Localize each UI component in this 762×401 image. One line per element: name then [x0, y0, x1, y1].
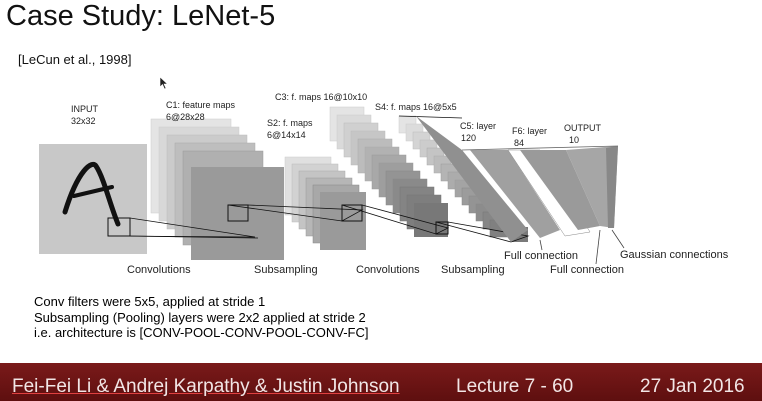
output-label: OUTPUT — [564, 123, 602, 133]
footer-date: 27 Jan 2016 — [640, 376, 745, 397]
footer-authors: Fei-Fei Li & Andrej Karpathy & Justin Jo… — [12, 376, 400, 397]
c3-label: C3: f. maps 16@10x10 — [275, 92, 367, 102]
op-subsampling-1: Subsampling — [254, 264, 318, 276]
footer-lecture: Lecture 7 - 60 — [456, 376, 574, 397]
s4-label: S4: f. maps 16@5x5 — [375, 102, 457, 112]
c1-label: C1: feature maps — [166, 100, 236, 110]
input-label: INPUT — [71, 104, 99, 114]
input-layer — [39, 144, 147, 254]
op-full-connection-1: Full connection — [504, 250, 578, 262]
s2-size-label: 6@14x14 — [267, 130, 306, 140]
note-line-2: Subsampling (Pooling) layers were 2x2 ap… — [34, 309, 366, 325]
f6-size-label: 84 — [514, 138, 524, 148]
output-size-label: 10 — [569, 135, 579, 145]
fully-connected-layers — [416, 116, 619, 242]
s2-label: S2: f. maps — [267, 118, 313, 128]
c5-label: C5: layer — [460, 121, 496, 131]
op-subsampling-2: Subsampling — [441, 264, 505, 276]
input-size-label: 32x32 — [71, 116, 96, 126]
notes-text: Conv filters were 5x5, applied at stride… — [34, 294, 368, 341]
c5-size-label: 120 — [461, 133, 476, 143]
op-convolutions-1: Convolutions — [127, 264, 191, 276]
s2-feature-maps — [284, 156, 366, 250]
c1-feature-maps — [150, 118, 284, 260]
op-convolutions-2: Convolutions — [356, 264, 420, 276]
footer-bar: Fei-Fei Li & Andrej Karpathy & Justin Jo… — [0, 363, 762, 401]
slide-title: Case Study: LeNet-5 — [6, 0, 276, 32]
op-full-connection-2: Full connection — [550, 264, 624, 276]
op-gaussian-connections: Gaussian connections — [620, 249, 729, 261]
mouse-cursor-icon — [160, 77, 168, 89]
citation: [LeCun et al., 1998] — [18, 52, 132, 67]
f6-label: F6: layer — [512, 126, 547, 136]
c3-feature-maps — [329, 106, 449, 237]
note-line-3: i.e. architecture is [CONV-POOL-CONV-POO… — [34, 325, 369, 340]
c1-size-label: 6@28x28 — [166, 112, 205, 122]
note-line-1: Conv filters were 5x5, applied at stride… — [34, 294, 266, 309]
